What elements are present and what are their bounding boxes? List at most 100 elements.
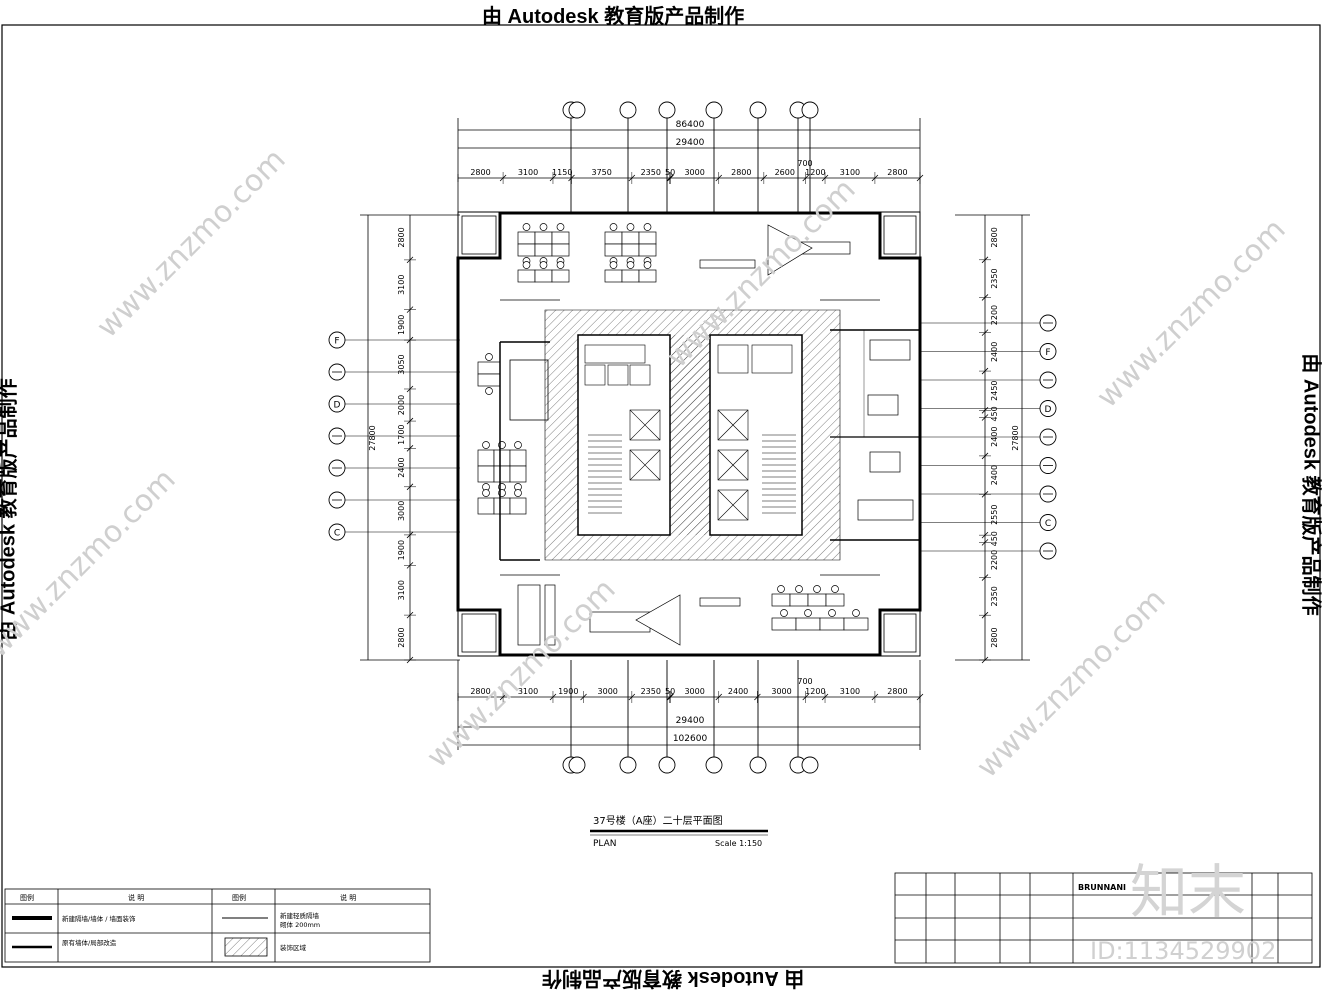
left-dimension-ticks xyxy=(404,256,416,664)
right-axis-bubbles: FDC xyxy=(920,314,1057,560)
desk-col-w1-chair xyxy=(485,353,493,361)
left-seg-label: 1900 xyxy=(397,315,406,335)
right-seg-label: 2400 xyxy=(990,342,999,362)
elevator-cross xyxy=(629,449,661,481)
plan-title-block: 37号楼（A座）二十层平面图 PLAN Scale 1:150 xyxy=(590,814,768,849)
drawing-title-block xyxy=(894,872,1313,964)
left-seg-label: 3100 xyxy=(397,275,406,295)
right-axis-letter: C xyxy=(1045,519,1051,529)
core-room xyxy=(584,364,606,386)
core-room xyxy=(607,364,629,386)
legend-row-1-desc-2: 新建轻质隔墙 xyxy=(280,911,320,920)
bottom-seg-label: 3100 xyxy=(518,687,538,696)
legend-row-2-desc-2: 装饰区域 xyxy=(280,943,307,952)
desk-block-sw xyxy=(517,584,541,646)
desk-cluster-se1-chair xyxy=(777,585,785,593)
legend-row-2-desc: 原有墙体/局部改造 xyxy=(62,938,117,947)
desk-cluster-n1 xyxy=(604,243,623,257)
left-seg-label: 3100 xyxy=(397,580,406,600)
desk-cluster-se2-chair xyxy=(852,609,860,617)
legend-row-1-desc: 新建隔墙/墙体 / 墙面装饰 xyxy=(62,914,136,923)
legend-header-3: 图例 xyxy=(232,893,246,902)
core-stairs-elevators xyxy=(584,344,796,521)
desk-cluster-se2 xyxy=(843,617,869,631)
desk-cluster-w xyxy=(493,465,511,483)
bottom-seg-label: 2350 xyxy=(641,687,661,696)
desk-cluster-se1 xyxy=(789,593,809,607)
legend-header-1: 图例 xyxy=(20,893,34,902)
left-seg-label: 2800 xyxy=(397,627,406,647)
legend-table xyxy=(4,888,431,963)
core-circulation-zone xyxy=(544,309,841,561)
desk-cluster-se1-chair xyxy=(813,585,821,593)
right-axis-circle xyxy=(1039,514,1057,531)
desk-cluster-n1 xyxy=(621,231,640,245)
core-room xyxy=(717,344,749,374)
desk-cluster-se1-chair xyxy=(795,585,803,593)
elevator-cross xyxy=(717,489,749,521)
core-room xyxy=(751,344,793,374)
office-desk-e2 xyxy=(869,451,901,473)
core-room xyxy=(629,364,651,386)
desk-cluster-n1-chair xyxy=(609,223,618,231)
bottom-dimension-lines xyxy=(457,660,921,750)
elevator-shaft xyxy=(717,489,749,521)
desk-cluster-se2-chair xyxy=(804,609,812,617)
legend-row-1-desc-3: 砌体 200mm xyxy=(280,920,320,929)
desk-cluster-se2 xyxy=(819,617,845,631)
left-overall-dim: 27800 xyxy=(368,425,377,450)
top-seg-label: 3100 xyxy=(518,168,538,177)
left-seg-label: 1700 xyxy=(397,425,406,445)
reception-desk-n xyxy=(699,259,756,269)
presentation-screen-ne xyxy=(767,224,813,276)
desk-cluster-w-chair xyxy=(514,441,522,449)
desk-cluster-n2 xyxy=(604,269,623,283)
bottom-seg-label: 3000 xyxy=(771,687,791,696)
left-seg-label: 2400 xyxy=(397,457,406,477)
left-axis-circle xyxy=(328,523,346,541)
desk-cluster-se2-chair xyxy=(780,609,788,617)
elevator-shaft xyxy=(629,409,661,441)
autodesk-stamp-left: 由 Autodesk 教育版产品制作 xyxy=(0,378,20,640)
desk-cluster-se2 xyxy=(795,617,821,631)
desk-cluster-se2 xyxy=(771,617,797,631)
elevator-cross xyxy=(717,449,749,481)
bottom-seg-label: 1900 xyxy=(558,687,578,696)
desk-cluster-n1-chair xyxy=(626,223,635,231)
right-segment-labels: 2800235022002400245045024002400255045022… xyxy=(990,227,999,648)
desk-block-sw2 xyxy=(544,584,556,646)
left-axis-letter: C xyxy=(334,529,340,539)
left-seg-label: 2000 xyxy=(397,395,406,415)
top-seg-label: 50 xyxy=(665,168,675,177)
desk-cluster-se1 xyxy=(771,593,791,607)
top-seg-label: 2350 xyxy=(641,168,661,177)
desk-cluster-w xyxy=(509,465,527,483)
bottom-overall-dim-1: 29400 xyxy=(676,716,705,726)
desk-cluster-w xyxy=(477,465,495,483)
elevator-cross xyxy=(717,409,749,441)
right-axis-circle xyxy=(1039,343,1057,360)
top-seg-label: 3100 xyxy=(840,168,860,177)
bottom-dimension-ticks xyxy=(457,691,924,703)
desk-cluster-n2-chair xyxy=(626,261,635,269)
top-seg-label: 1150 xyxy=(552,168,572,177)
bottom-overall-dim-2: 102600 xyxy=(673,734,708,744)
left-axis-circle xyxy=(328,331,346,349)
desk-cluster-n2-chair xyxy=(643,261,652,269)
desk-cluster-w2-chair xyxy=(482,489,490,497)
desk-cluster-nw1-chair xyxy=(556,223,565,231)
bottom-seg-label: 3100 xyxy=(840,687,860,696)
left-segment-labels: 2800310019003050200017002400300019003100… xyxy=(397,227,406,647)
right-overall-dim: 27800 xyxy=(1011,425,1020,450)
right-seg-label: 2200 xyxy=(990,305,999,325)
desk-cluster-w xyxy=(509,449,527,467)
plan-scale: Scale 1:150 xyxy=(715,839,762,848)
reception-desk-s xyxy=(699,597,741,607)
top-dimension-lines xyxy=(457,118,921,212)
top-overall-dim-2: 29400 xyxy=(676,138,705,148)
right-axis-circle xyxy=(1039,400,1057,417)
top-seg-label: 3000 xyxy=(684,168,704,177)
left-seg-label: 2800 xyxy=(397,227,406,247)
